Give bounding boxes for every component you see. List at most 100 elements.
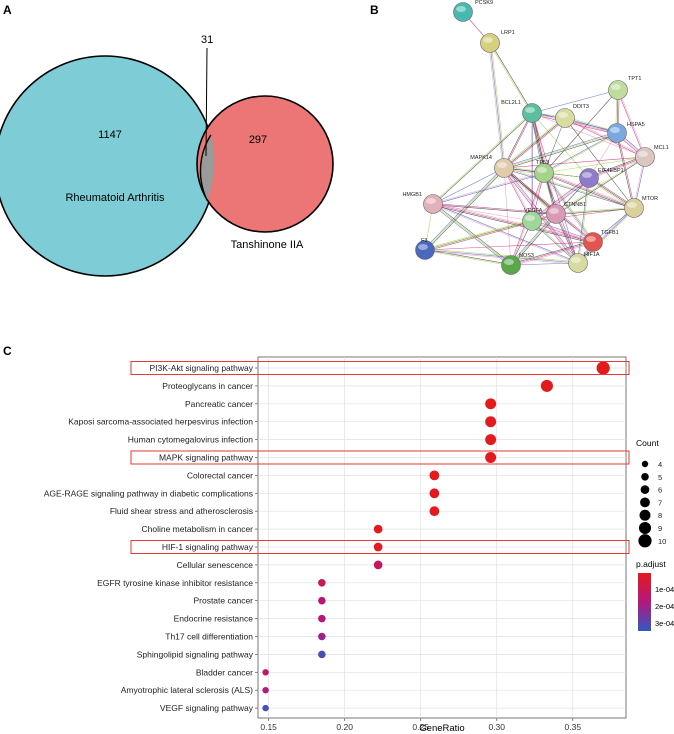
node-highlight [582, 172, 592, 178]
node-highlight [497, 162, 507, 168]
pathway-label: Prostate cancer [193, 596, 253, 606]
network-edge [425, 249, 512, 265]
node-circle [635, 147, 655, 167]
pathway-dot [485, 434, 497, 446]
network-edge [488, 43, 504, 169]
node-label: DDIT3 [573, 104, 589, 110]
x-tick-label: 0.20 [336, 722, 353, 732]
size-legend-dot [641, 460, 649, 468]
color-legend: p.adjust 1e-04 2e-04 3e-04 [636, 559, 674, 631]
pathway-label: Fluid shear stress and atherosclerosis [110, 506, 253, 516]
pathway-dot [596, 361, 610, 375]
venn-circle-right [196, 95, 334, 233]
pathway-dot [262, 669, 269, 676]
pathway-label: Colorectal cancer [187, 470, 253, 480]
network-edge [432, 112, 532, 204]
network-node: HIF1A [568, 252, 600, 273]
network-edge [578, 208, 636, 265]
node-circle [568, 253, 588, 273]
node-highlight [611, 84, 621, 90]
panel-b-letter: B [370, 3, 379, 17]
node-label: TGFB1 [601, 230, 619, 236]
network-node: NOS3 [501, 253, 534, 275]
pathway-label: EGFR tyrosine kinase inhibitor resistanc… [97, 578, 253, 588]
network-edge [555, 207, 634, 214]
pathway-label: AGE-RAGE signaling pathway in diabetic c… [44, 488, 253, 498]
network-edge [531, 220, 594, 243]
venn-left-label: Rheumatoid Arthritis [65, 192, 165, 204]
pathway-label: Endocrine resistance [174, 614, 254, 624]
network-edge [432, 172, 544, 204]
network-edge [432, 204, 593, 244]
network-node: F3 [415, 238, 435, 260]
y-axis-labels: PI3K-Akt signaling pathwayProteoglycans … [44, 363, 258, 713]
network-edge [489, 43, 532, 114]
size-legend-label: 6 [658, 486, 662, 495]
pathway-label: MAPK signaling pathway [159, 453, 254, 463]
network-edge [531, 221, 593, 244]
network-node: TPT1 [608, 76, 641, 100]
network-edge [433, 113, 533, 205]
size-legend-dot [640, 497, 650, 508]
size-legend-dot [641, 473, 649, 481]
network-edge [544, 133, 618, 174]
panel-c-letter: C [3, 344, 12, 358]
network-edges [423, 11, 646, 267]
pathway-dot [318, 596, 326, 605]
network-edge [588, 156, 646, 179]
network-edge [432, 204, 578, 264]
network-edge [531, 112, 646, 158]
size-legend-label: 4 [658, 460, 662, 469]
venn-circle-left [0, 55, 216, 277]
pathway-dot [429, 470, 440, 481]
size-legend-dot [639, 509, 651, 521]
pathway-dot [373, 524, 383, 534]
pathway-label: Choline metabolism in cancer [142, 524, 254, 534]
x-tick-label: 0.30 [488, 722, 505, 732]
pathway-dot [318, 632, 326, 641]
venn-intersection-outline [199, 134, 212, 201]
network-edge [503, 112, 532, 168]
network-edge [578, 178, 590, 264]
plot-dots [262, 361, 610, 712]
network-edge [425, 221, 533, 252]
network-edge [503, 168, 634, 209]
node-label: HMGB1 [402, 192, 422, 198]
node-label: MTOR [642, 196, 658, 202]
network-edge [424, 167, 505, 251]
network-edge [565, 117, 646, 157]
venn-intersection-count: 31 [201, 34, 213, 46]
network-edge [544, 172, 595, 242]
pathway-label: HIF-1 signaling pathway [162, 542, 254, 552]
node-highlight [525, 215, 535, 221]
network-edge [543, 132, 617, 173]
network-edge [510, 240, 593, 265]
node-circle [415, 240, 435, 260]
network-edge [577, 177, 589, 263]
pathway-dot [429, 488, 440, 499]
color-legend-label-1: 1e-04 [655, 585, 674, 594]
color-legend-bar [638, 573, 651, 631]
network-edge [504, 113, 533, 169]
plot-panel-frame [257, 356, 627, 719]
network-edge [489, 42, 505, 169]
x-tick-label: 0.25 [412, 722, 429, 732]
panel-a-letter: A [3, 3, 12, 17]
network-edge [503, 132, 618, 169]
network-node: TP53 [534, 160, 554, 183]
node-label: EIF4EBP1 [598, 168, 624, 174]
node-label: BCL2L1 [501, 100, 521, 106]
node-circle [624, 198, 644, 218]
network-edge [509, 213, 556, 265]
pathway-dot [373, 542, 383, 552]
node-circle [608, 80, 628, 100]
pathway-dot [540, 379, 553, 392]
panel-b: B PCSK9LRP1TPT1BCL2L1DDIT3HSPA5MCL1MAPK1… [370, 0, 669, 275]
pathway-dot [485, 452, 497, 463]
node-highlight [456, 6, 466, 12]
network-edge [511, 214, 558, 266]
network-edge [433, 203, 557, 214]
